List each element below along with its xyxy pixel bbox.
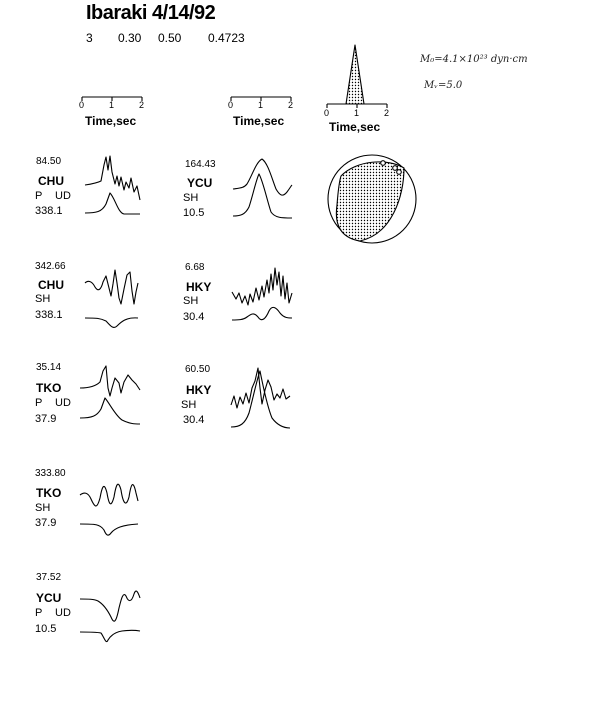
- waveform-pair-tko-p: [79, 365, 141, 425]
- station-name: CHU: [38, 174, 64, 188]
- station-name: CHU: [38, 278, 64, 292]
- station-component: SH: [183, 295, 199, 307]
- station-component: UD: [55, 397, 71, 409]
- station-component: UD: [55, 607, 71, 619]
- station-amplitude: 164.43: [185, 159, 216, 170]
- axis-tick-label: 2: [139, 100, 145, 110]
- station-azimuth: 338.1: [35, 205, 63, 217]
- waveform-pair-chu-p: [84, 155, 141, 215]
- focal-mechanism-beachball: [327, 154, 417, 244]
- source-time-function: [345, 44, 365, 105]
- time-axis-label: Time,sec: [85, 114, 137, 128]
- time-axis-label: Time,sec: [233, 114, 285, 128]
- station-component: SH: [183, 192, 199, 204]
- waveform-pair-tko-sh: [79, 483, 139, 536]
- axis-tick-label: 2: [384, 108, 390, 118]
- station-amplitude: 35.14: [36, 362, 62, 373]
- waveform-pair-ycu-sh: [232, 158, 293, 219]
- param-value: 0.4723: [208, 31, 245, 45]
- station-amplitude: 342.66: [35, 261, 66, 272]
- waveform-pair-hky-sh-2: [230, 367, 291, 429]
- station-component: SH: [181, 399, 197, 411]
- station-azimuth: 37.9: [35, 517, 57, 529]
- station-azimuth: 30.4: [183, 414, 205, 426]
- moment-magnitude-note: Mᵥ=5.0: [424, 80, 463, 91]
- axis-tick-label: 0: [79, 100, 85, 110]
- station-amplitude: 60.50: [185, 364, 211, 375]
- station-name: YCU: [187, 176, 213, 190]
- time-axis-label: Time,sec: [329, 120, 381, 134]
- param-value: 0.50: [158, 31, 182, 45]
- axis-tick-label: 0: [228, 100, 234, 110]
- station-azimuth: 10.5: [35, 623, 57, 635]
- station-component: P: [35, 397, 43, 409]
- station-component: SH: [35, 502, 51, 514]
- station-component: P: [35, 607, 43, 619]
- time-axis-1: [81, 96, 143, 101]
- axis-tick-label: 1: [258, 100, 264, 110]
- time-axis-2: [230, 96, 292, 101]
- station-component: P: [35, 190, 43, 202]
- param-value: 3: [86, 31, 93, 45]
- page-title: Ibaraki 4/14/92: [86, 2, 216, 24]
- station-component: UD: [55, 190, 71, 202]
- waveform-pair-ycu-p: [79, 590, 141, 643]
- station-azimuth: 338.1: [35, 309, 63, 321]
- param-value: 0.30: [118, 31, 142, 45]
- station-azimuth: 37.9: [35, 413, 57, 425]
- station-amplitude: 84.50: [36, 156, 62, 167]
- seismic-moment-note: M₀=4.1×10²³ dyn·cm: [420, 54, 528, 65]
- waveform-pair-hky-sh-1: [231, 267, 293, 321]
- axis-tick-label: 1: [109, 100, 115, 110]
- station-amplitude: 333.80: [35, 468, 66, 479]
- axis-tick-label: 1: [354, 108, 360, 118]
- station-name: HKY: [186, 280, 212, 294]
- axis-tick-label: 0: [324, 108, 330, 118]
- waveform-pair-chu-sh: [84, 269, 139, 329]
- station-amplitude: 6.68: [185, 262, 205, 273]
- station-component: SH: [35, 293, 51, 305]
- station-amplitude: 37.52: [36, 572, 62, 583]
- station-name: HKY: [186, 383, 212, 397]
- axis-tick-label: 2: [288, 100, 294, 110]
- station-azimuth: 30.4: [183, 311, 205, 323]
- station-name: YCU: [36, 591, 62, 605]
- station-azimuth: 10.5: [183, 207, 205, 219]
- station-name: TKO: [36, 486, 62, 500]
- station-name: TKO: [36, 381, 62, 395]
